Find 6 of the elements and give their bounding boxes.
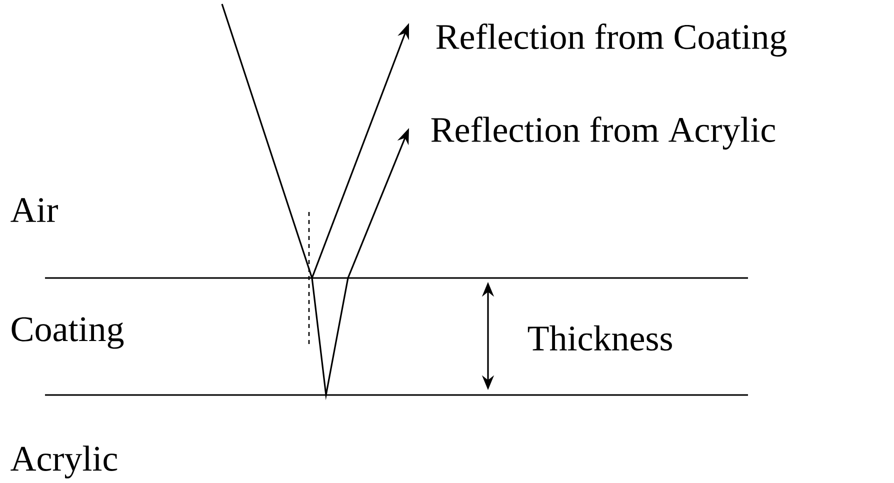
medium-label: Coating [12,317,124,349]
ray-label: Reflection from Coating [436,23,787,57]
dimension-label: Thickness [528,325,672,351]
medium-label: Acrylic [10,446,118,478]
ray-label: Reflection from Acrylic [431,116,776,150]
medium-label: Air [10,198,58,222]
